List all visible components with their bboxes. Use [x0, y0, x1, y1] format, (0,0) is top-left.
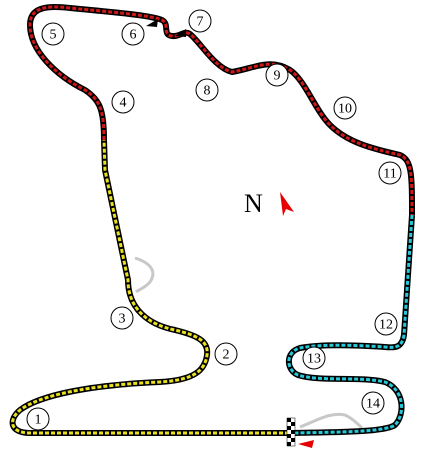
sector-3-dashes [287, 214, 414, 435]
start-direction-arrow-icon [298, 440, 314, 448]
turn-14-label: 14 [366, 397, 380, 412]
pit-lane-lower [299, 412, 364, 430]
turn-12-label: 12 [379, 318, 393, 333]
turn-7-marker: 7 [188, 9, 212, 33]
turn-9-marker: 9 [265, 63, 289, 87]
sector-1 [9, 139, 295, 436]
turn-9-label: 9 [274, 69, 281, 84]
sector-marker-left [146, 19, 158, 27]
turn-8-marker: 8 [195, 78, 219, 102]
turn-10-label: 10 [338, 102, 352, 117]
turn-13-marker: 13 [302, 346, 326, 370]
turn-11-marker: 11 [378, 161, 402, 185]
sector-1-dashes [11, 139, 295, 435]
turn-3-marker: 3 [110, 306, 134, 330]
turn-4-marker: 4 [111, 90, 135, 114]
turn-1-label: 1 [35, 413, 42, 428]
turn-2-marker: 2 [214, 342, 238, 366]
turn-11-label: 11 [383, 167, 396, 182]
turn-13-label: 13 [307, 352, 321, 367]
turn-5-label: 5 [50, 28, 57, 43]
turn-2-label: 2 [223, 348, 230, 363]
turn-6-label: 6 [130, 28, 137, 43]
sector-3 [285, 214, 415, 436]
turn-1-marker: 1 [26, 407, 50, 431]
turn-4-label: 4 [120, 96, 127, 111]
turn-8-label: 8 [204, 84, 211, 99]
north-arrow-icon [280, 192, 294, 216]
turn-7-label: 7 [197, 15, 204, 30]
turn-3-label: 3 [119, 312, 126, 327]
turn-6-marker: 6 [121, 22, 145, 46]
turn-14-marker: 14 [361, 391, 385, 415]
turn-12-marker: 12 [374, 312, 398, 336]
sector-marker-right [175, 29, 186, 37]
turn-10-marker: 10 [333, 96, 357, 120]
turn-5-marker: 5 [41, 22, 65, 46]
north-label: N [244, 189, 263, 218]
pit-lane-upper [134, 256, 155, 294]
checkered-flag-icon [286, 417, 296, 447]
